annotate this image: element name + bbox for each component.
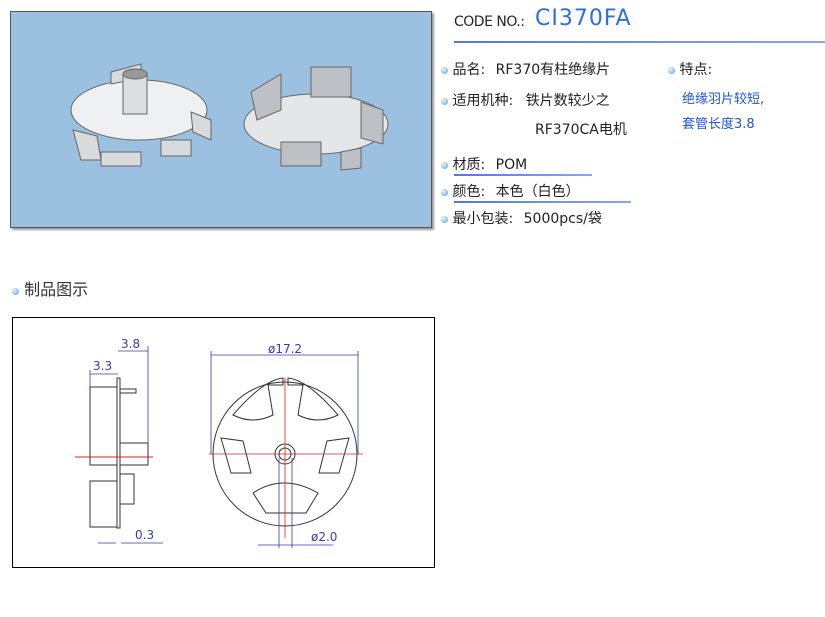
application-row: 适用机种: 铁片数较少之 bbox=[441, 90, 610, 110]
section-header: 制品图示 bbox=[12, 276, 88, 300]
product-code: CI370FA bbox=[535, 6, 632, 31]
part-render-right bbox=[243, 66, 389, 171]
dim-thickness: 0.3 bbox=[135, 528, 154, 542]
divider bbox=[454, 201, 631, 203]
application-line1: 铁片数较少之 bbox=[525, 93, 610, 109]
name-label: 品名: bbox=[452, 62, 486, 78]
center-lines bbox=[209, 378, 363, 538]
dim-inner-diameter: ø2.0 bbox=[311, 530, 337, 544]
color-value: 本色（白色） bbox=[495, 184, 580, 200]
color-row: 颜色: 本色（白色） bbox=[441, 181, 580, 201]
drawing-canvas: 3.8 3.3 0.3 ø17.2 ø2.0 bbox=[75, 337, 363, 548]
product-name: RF370有柱绝缘片 bbox=[495, 62, 611, 78]
divider bbox=[454, 41, 825, 43]
technical-drawing: 3.8 3.3 0.3 ø17.2 ø2.0 bbox=[12, 317, 435, 568]
product-render bbox=[70, 63, 389, 171]
bullet-icon bbox=[441, 216, 448, 223]
packing-label: 最小包装: bbox=[452, 211, 514, 227]
features-label: 特点: bbox=[679, 62, 713, 78]
bullet-icon bbox=[441, 98, 448, 105]
features-line1: 绝缘羽片较短, bbox=[682, 92, 765, 107]
product-photo bbox=[10, 11, 432, 228]
packing-row: 最小包装: 5000pcs/袋 bbox=[441, 208, 602, 228]
front-view-dimensions bbox=[210, 351, 359, 548]
material-row: 材质: POM bbox=[441, 154, 527, 174]
material-value: POM bbox=[495, 157, 528, 173]
material-label: 材质: bbox=[452, 157, 486, 173]
dim-height: 3.8 bbox=[121, 337, 140, 351]
features-row: 特点: bbox=[668, 59, 712, 79]
side-view bbox=[75, 377, 153, 529]
bullet-icon bbox=[441, 67, 448, 74]
section-title: 制品图示 bbox=[24, 280, 89, 299]
divider bbox=[454, 174, 592, 176]
features-line2: 套管长度3.8 bbox=[682, 117, 755, 132]
bullet-icon bbox=[441, 189, 448, 196]
bullet-icon bbox=[668, 67, 675, 74]
color-label: 颜色: bbox=[452, 184, 486, 200]
packing-value: 5000pcs/袋 bbox=[523, 211, 602, 227]
bullet-icon bbox=[12, 288, 19, 295]
part-render-left bbox=[70, 63, 212, 167]
dim-width: 3.3 bbox=[93, 359, 112, 373]
dim-outer-diameter: ø17.2 bbox=[268, 342, 302, 356]
application-label: 适用机种: bbox=[452, 93, 514, 109]
code-label: CODE NO.: bbox=[454, 14, 525, 30]
bullet-icon bbox=[441, 162, 448, 169]
product-name-row: 品名: RF370有柱绝缘片 bbox=[441, 59, 610, 79]
side-view-dimensions bbox=[89, 346, 163, 544]
application-line2: RF370CA电机 bbox=[535, 122, 627, 138]
